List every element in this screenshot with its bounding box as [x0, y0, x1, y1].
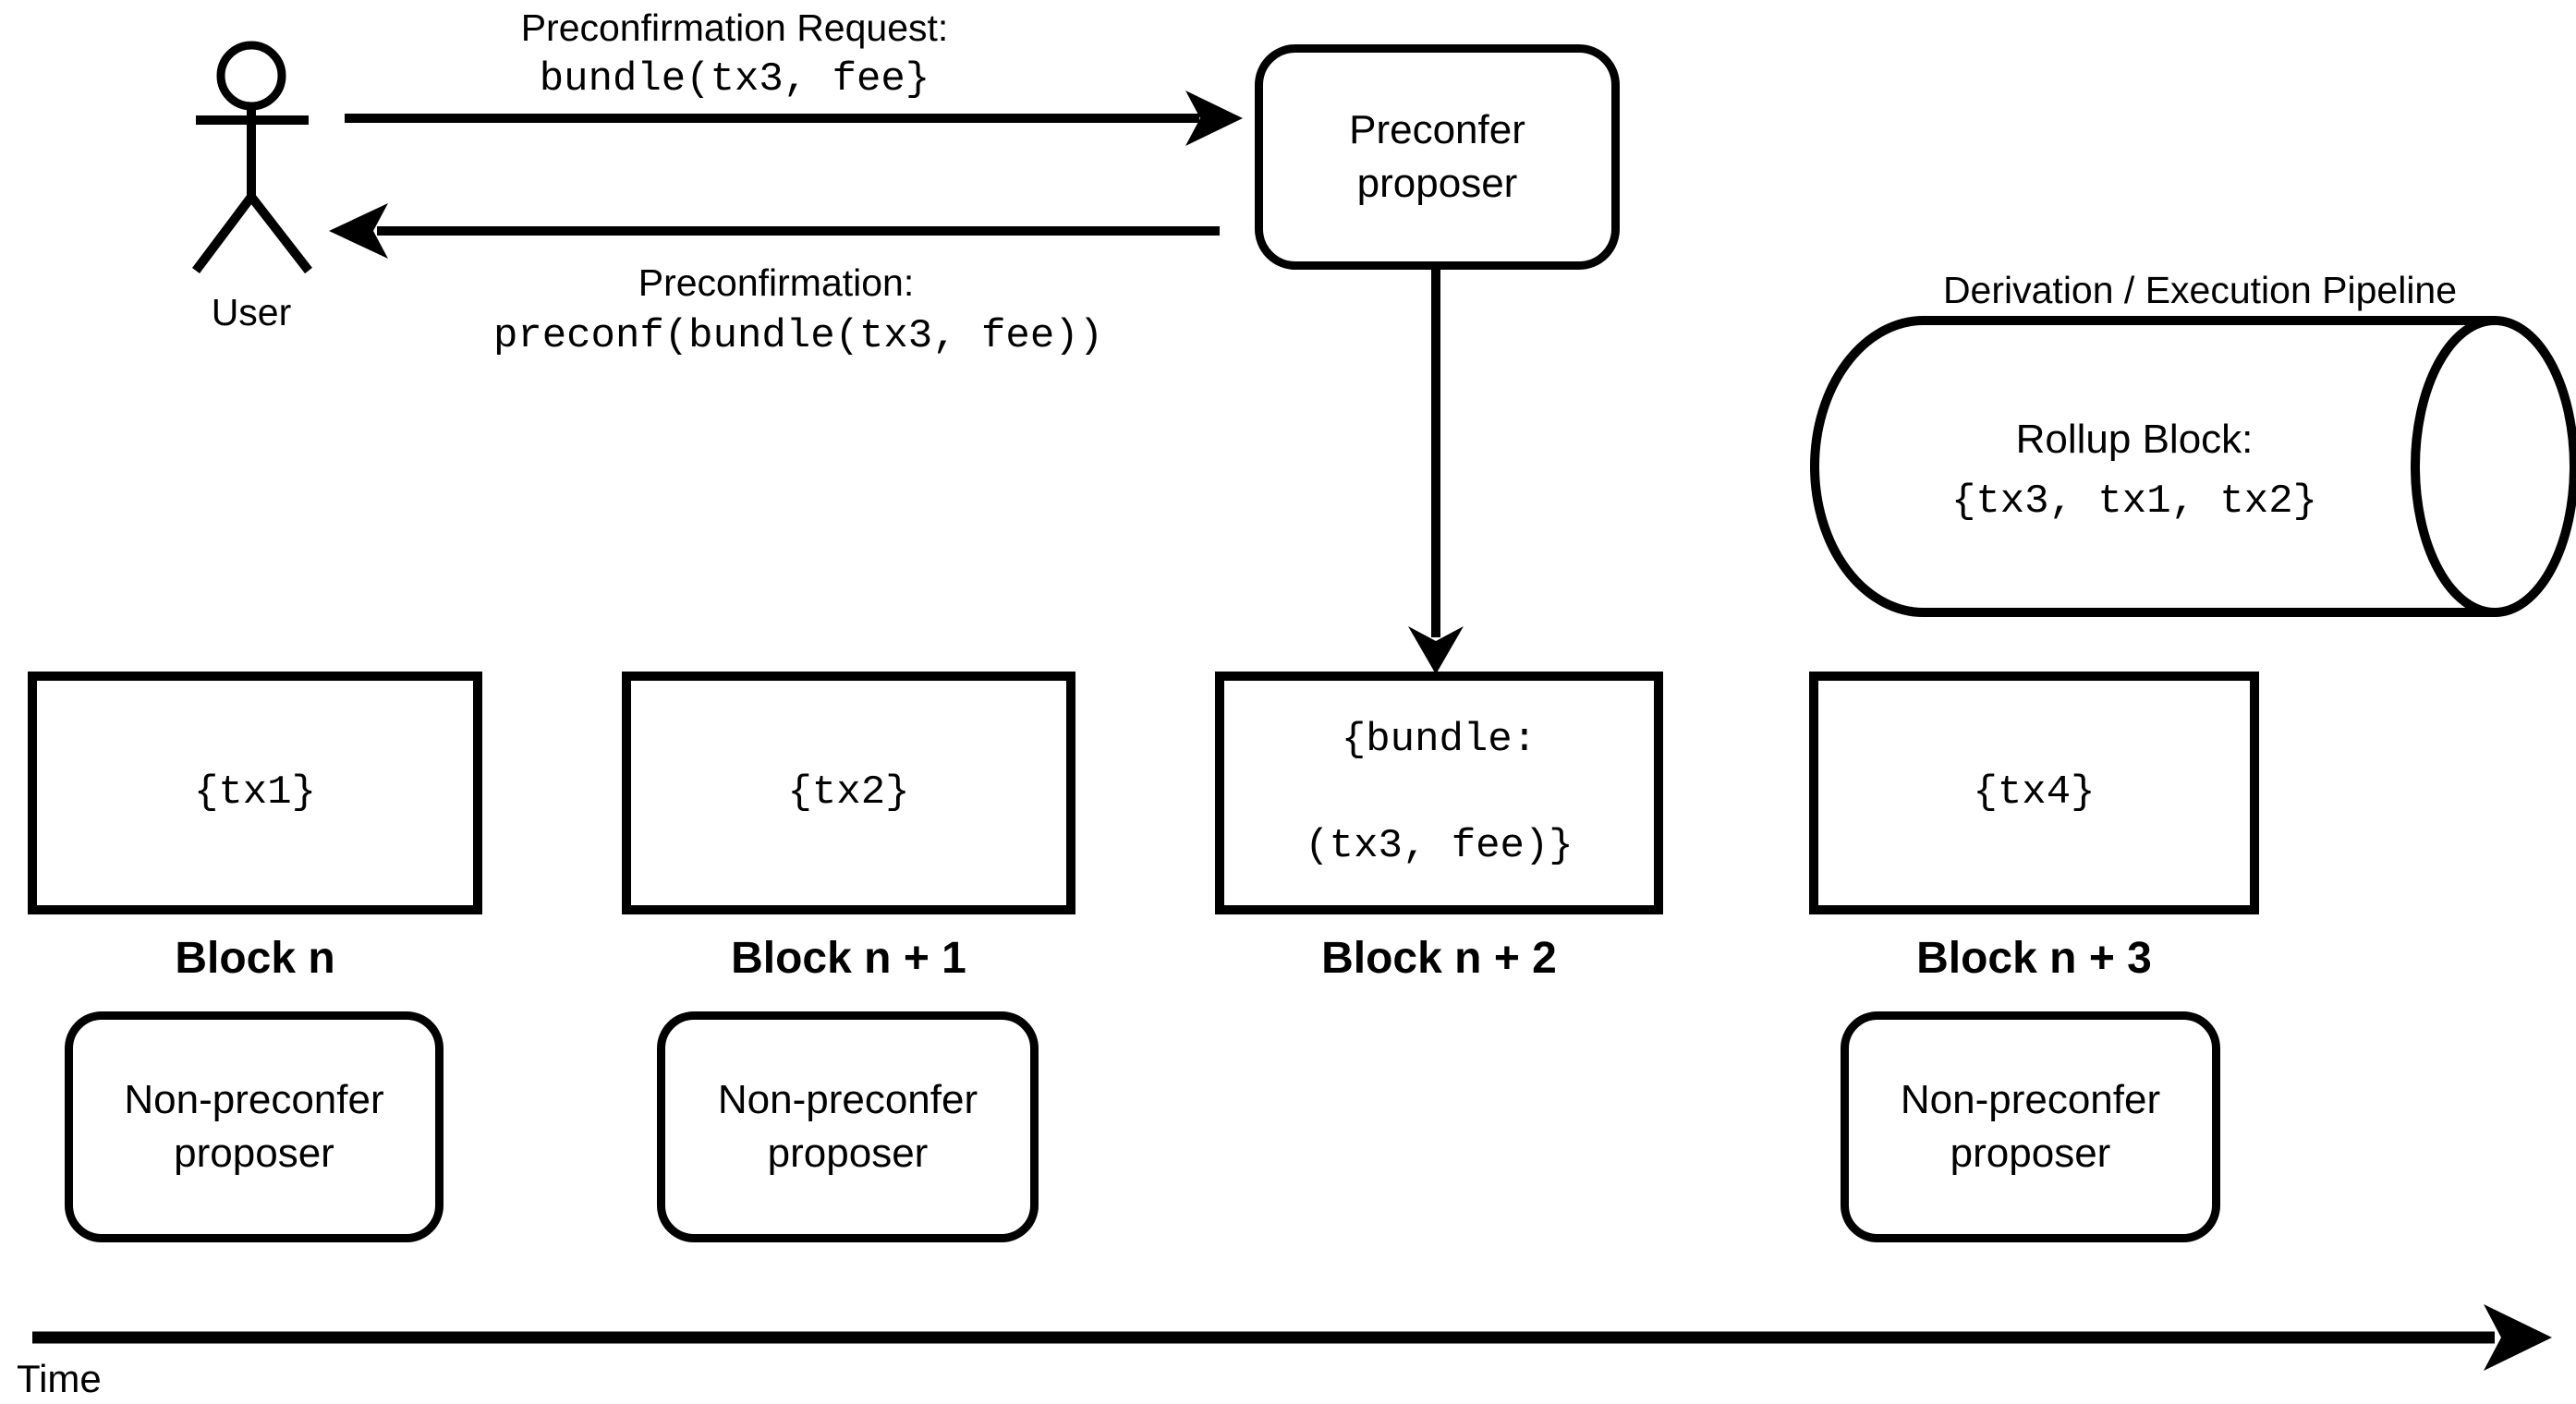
block-n2-code: {bundle: (tx3, fee)}	[1305, 717, 1574, 869]
non-preconfer-proposer-box: Non-preconfer proposer	[1841, 1011, 2220, 1242]
response-arrow-icon	[329, 203, 1220, 259]
block-n1-box: {tx2}	[622, 672, 1075, 914]
block-n3-label: Block n + 3	[1916, 934, 2152, 983]
block-n-box: {tx1}	[28, 672, 482, 914]
non-preconfer-proposer-label: Non-preconfer proposer	[1900, 1076, 2161, 1176]
rollup-block-code: {tx3, tx1, tx2}	[1950, 478, 2318, 525]
user-icon	[192, 41, 312, 274]
preconfer-proposer-label: Preconfer proposer	[1349, 106, 1525, 206]
non-preconfer-proposer-label: Non-preconfer proposer	[124, 1076, 384, 1176]
non-preconfer-proposer-box: Non-preconfer proposer	[65, 1011, 444, 1242]
request-arrow-icon	[345, 91, 1243, 146]
rollup-block-text: Rollup Block: {tx3, tx1, tx2}	[1839, 397, 2430, 545]
request-label-code: bundle(tx3, fee}	[539, 56, 930, 103]
time-arrow-icon	[32, 1304, 2552, 1371]
preconfer-proposer-box: Preconfer proposer	[1255, 44, 1620, 270]
non-preconfer-proposer-box: Non-preconfer proposer	[657, 1011, 1039, 1242]
block-n3-box: {tx4}	[1809, 672, 2259, 914]
response-label-title: Preconfirmation:	[638, 261, 915, 304]
time-label: Time	[17, 1357, 102, 1400]
rollup-block-title: Rollup Block:	[2015, 417, 2254, 463]
block-n1-label: Block n + 1	[731, 934, 966, 983]
request-label-title: Preconfirmation Request:	[520, 6, 949, 49]
block-n3-code: {tx4}	[1973, 769, 2096, 817]
block-n-code: {tx1}	[193, 769, 317, 817]
proposer-to-block-arrow-icon	[1408, 270, 1464, 674]
block-n1-code: {tx2}	[787, 769, 910, 817]
non-preconfer-proposer-label: Non-preconfer proposer	[717, 1076, 978, 1176]
pipeline-title: Derivation / Execution Pipeline	[1942, 269, 2458, 311]
pipeline-cylinder-icon	[1810, 316, 2576, 617]
user-label: User	[211, 291, 292, 333]
block-n2-box: {bundle: (tx3, fee)}	[1215, 672, 1663, 914]
block-n2-label: Block n + 2	[1321, 934, 1557, 983]
block-n-label: Block n	[175, 934, 335, 983]
response-label-code: preconf(bundle(tx3, fee))	[492, 313, 1104, 359]
